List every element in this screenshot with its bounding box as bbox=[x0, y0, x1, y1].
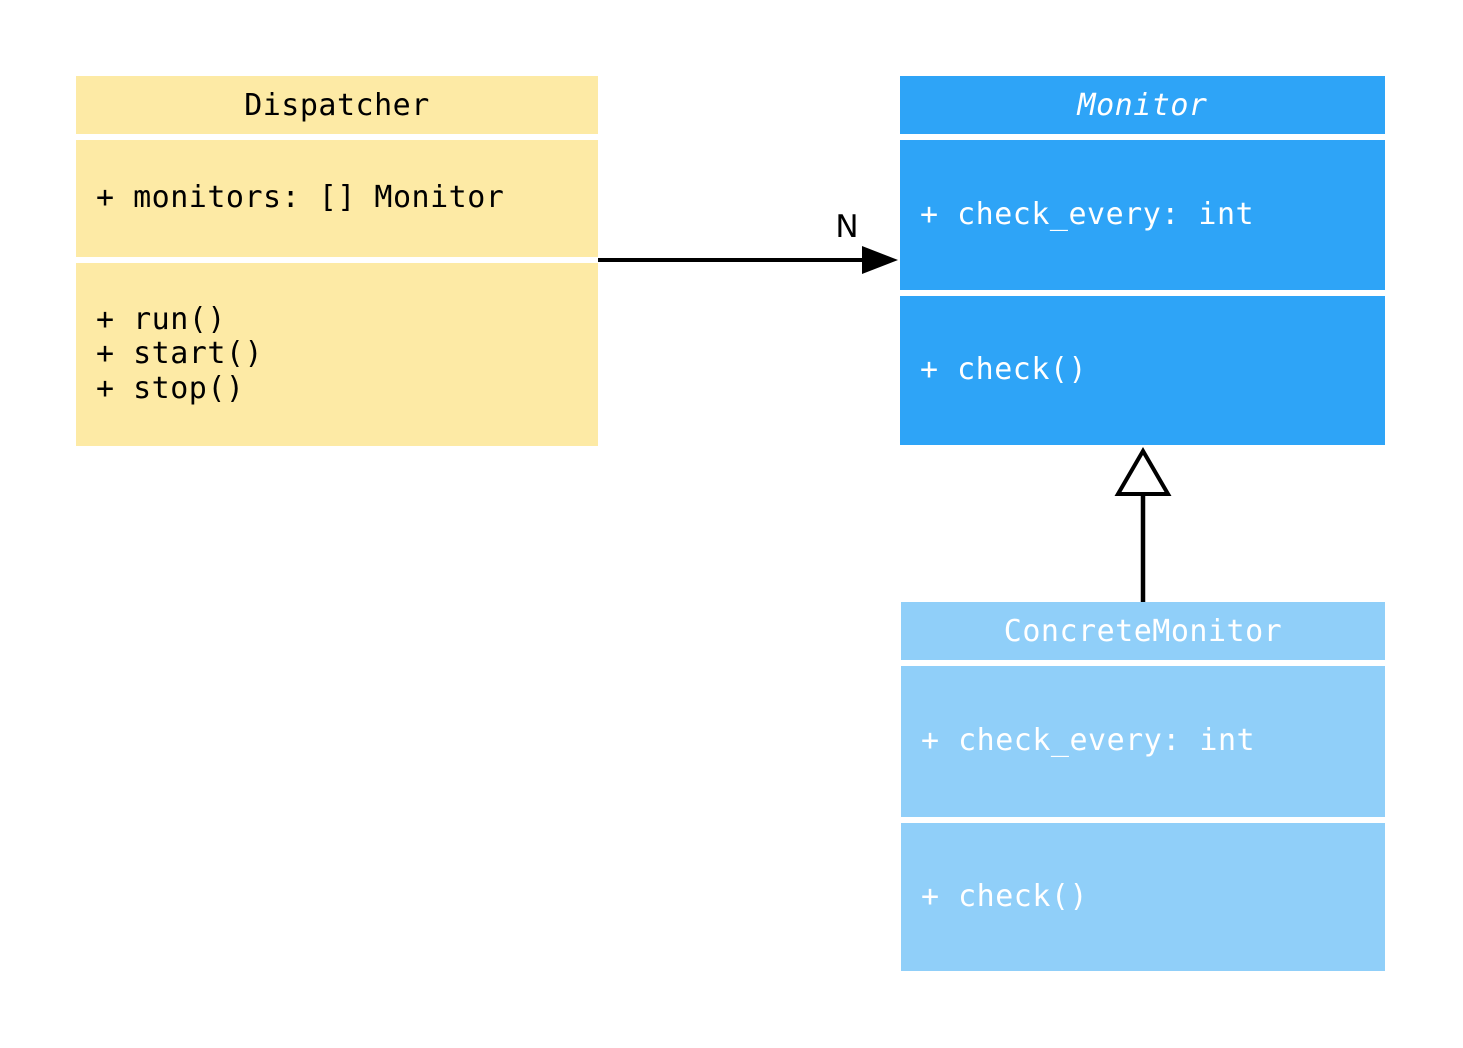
class-attributes-concrete-monitor: + check_every: int bbox=[901, 666, 1385, 817]
attribute-line: + check_every: int bbox=[920, 196, 1255, 232]
method-line: + start() bbox=[96, 336, 264, 372]
class-box-dispatcher: Dispatcher + monitors: [] Monitor + run(… bbox=[76, 76, 598, 452]
method-line: + stop() bbox=[96, 370, 245, 406]
class-attributes-monitor: + check_every: int bbox=[900, 140, 1385, 290]
method-line: + run() bbox=[96, 301, 226, 337]
class-box-monitor: Monitor + check_every: int + check() bbox=[900, 76, 1385, 451]
association-multiplicity-label: N bbox=[835, 209, 859, 245]
class-attributes-dispatcher: + monitors: [] Monitor bbox=[76, 140, 598, 257]
inheritance-triangle-icon bbox=[1114, 447, 1172, 496]
class-title-concrete-monitor: ConcreteMonitor bbox=[901, 602, 1385, 660]
class-methods-dispatcher: + run() + start() + stop() bbox=[76, 263, 598, 446]
method-line: + check() bbox=[921, 878, 1089, 914]
attribute-line: + monitors: [] Monitor bbox=[96, 180, 505, 216]
class-methods-concrete-monitor: + check() bbox=[901, 823, 1385, 971]
association-arrow-dispatcher-monitor bbox=[598, 246, 898, 274]
class-box-concrete-monitor: ConcreteMonitor + check_every: int + che… bbox=[901, 602, 1385, 977]
attribute-line: + check_every: int bbox=[921, 723, 1256, 759]
inheritance-arrow-concrete-monitor bbox=[1114, 447, 1172, 602]
class-methods-monitor: + check() bbox=[900, 296, 1385, 445]
class-title-dispatcher: Dispatcher bbox=[76, 76, 598, 134]
method-line: + check() bbox=[920, 352, 1088, 388]
association-arrowhead-icon bbox=[862, 246, 898, 274]
class-title-monitor: Monitor bbox=[900, 76, 1385, 134]
